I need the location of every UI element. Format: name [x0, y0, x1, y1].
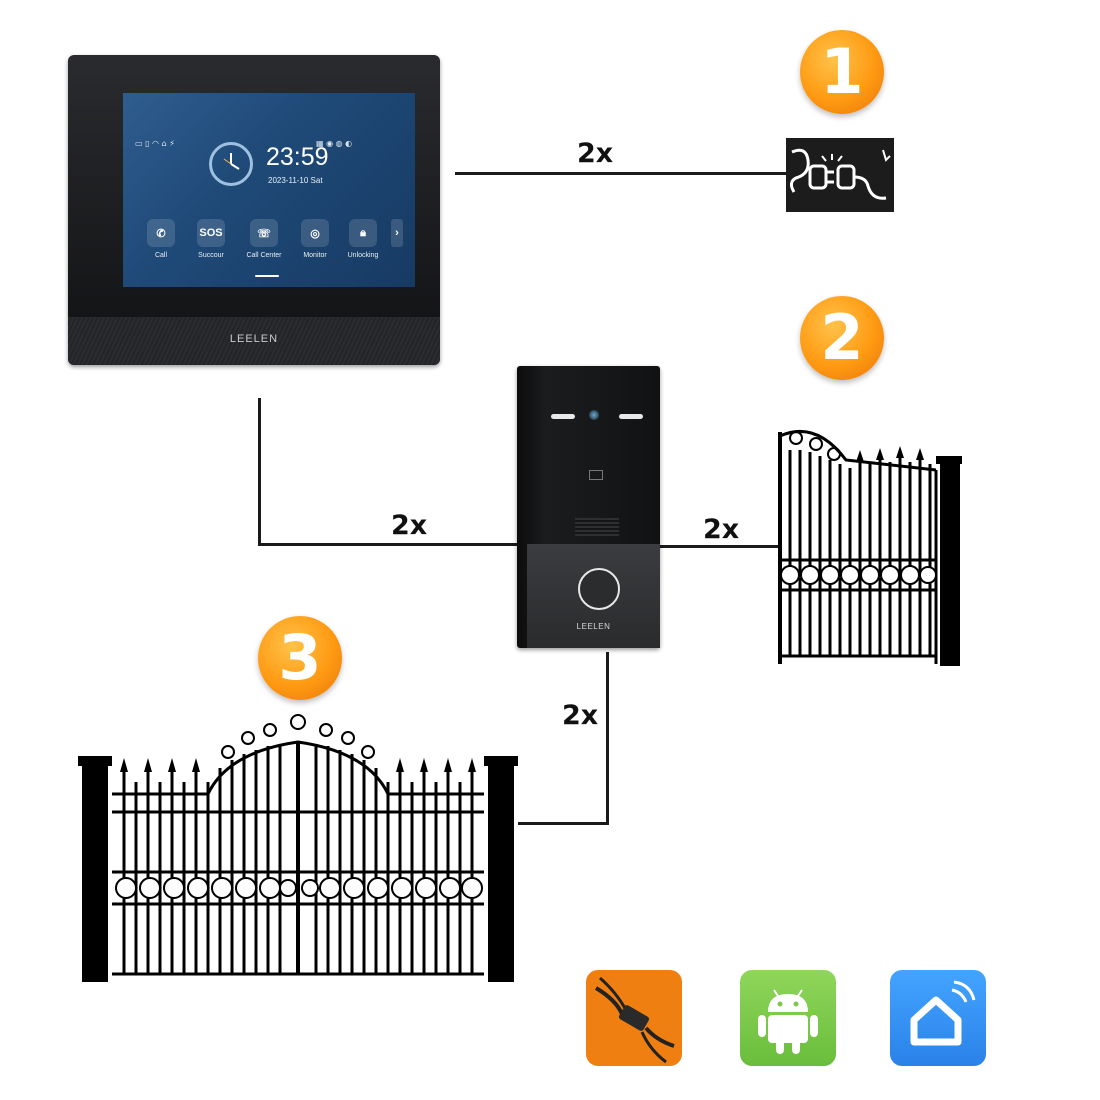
phone-icon: ✆: [147, 219, 175, 247]
station-brand: LEELEN: [576, 622, 611, 631]
right-light: [619, 414, 643, 419]
lock-icon: 🔒︎: [349, 219, 377, 247]
rfid-reader-icon: [589, 470, 603, 480]
chevron-right-icon[interactable]: ›: [391, 219, 403, 247]
camera-lens-icon: [589, 410, 599, 420]
android-icon: [740, 970, 836, 1066]
page-indicator: [255, 275, 279, 277]
camera-icon: ◎: [301, 219, 329, 247]
badge-two: 2: [800, 296, 884, 380]
app-succour-label: Succour: [198, 252, 224, 259]
speaker-grille: [575, 518, 619, 536]
clock-date: 2023-11-10 Sat: [268, 176, 323, 185]
app-call-center-label: Call Center: [246, 252, 282, 259]
wire-monitor-down: [258, 398, 261, 544]
label-station-main-gate: 2x: [562, 700, 599, 731]
wire-station-small-gate: [660, 545, 778, 548]
wire-station-down: [606, 652, 609, 825]
door-station: LEELEN: [517, 366, 660, 648]
badge-one: 1: [800, 30, 884, 114]
clock-time: 23:59: [266, 143, 329, 171]
app-call-label: Call: [154, 252, 168, 259]
app-unlocking-label: Unlocking: [347, 252, 379, 259]
call-center-icon: ☏: [250, 219, 278, 247]
badge-three: 3: [258, 616, 342, 700]
double-gate-icon: [78, 712, 520, 984]
station-lower-panel: [527, 544, 660, 648]
app-call[interactable]: ✆ Call: [137, 219, 185, 259]
app-monitor[interactable]: ◎ Monitor: [291, 219, 339, 259]
label-monitor-station: 2x: [391, 510, 428, 541]
power-plug-icon: [786, 138, 894, 212]
cable-connector-icon: [586, 970, 682, 1066]
indoor-monitor: ▭ ▯ ◠ ⌂ ⚡ ▦ ◉ ◍ ◐ 23:59 2023-11-10 Sat ✆…: [68, 55, 440, 365]
left-light: [551, 414, 575, 419]
wire-station-main-gate: [518, 822, 609, 825]
wire-monitor-station: [258, 543, 520, 546]
monitor-brand: LEELEN: [229, 333, 279, 345]
app-unlocking[interactable]: 🔒︎ Unlocking: [339, 219, 387, 259]
small-gate-icon: [776, 420, 964, 666]
label-station-small-gate: 2x: [703, 514, 740, 545]
smart-home-icon: [890, 970, 986, 1066]
quick-icons: ▦ ◉ ◍ ◐: [316, 139, 353, 148]
app-call-center[interactable]: ☏ Call Center: [240, 219, 288, 259]
monitor-screen: ▭ ▯ ◠ ⌂ ⚡ ▦ ◉ ◍ ◐ 23:59 2023-11-10 Sat ✆…: [123, 93, 415, 287]
status-icons: ▭ ▯ ◠ ⌂ ⚡: [135, 139, 175, 148]
app-monitor-label: Monitor: [303, 252, 327, 259]
monitor-bezel-bottom: LEELEN: [68, 317, 440, 365]
sos-icon: SOS: [197, 219, 225, 247]
call-button[interactable]: [578, 568, 620, 610]
app-succour[interactable]: SOS Succour: [187, 219, 235, 259]
label-monitor-power: 2x: [577, 138, 614, 169]
clock-icon: [209, 142, 253, 186]
wire-monitor-power: [455, 172, 788, 175]
